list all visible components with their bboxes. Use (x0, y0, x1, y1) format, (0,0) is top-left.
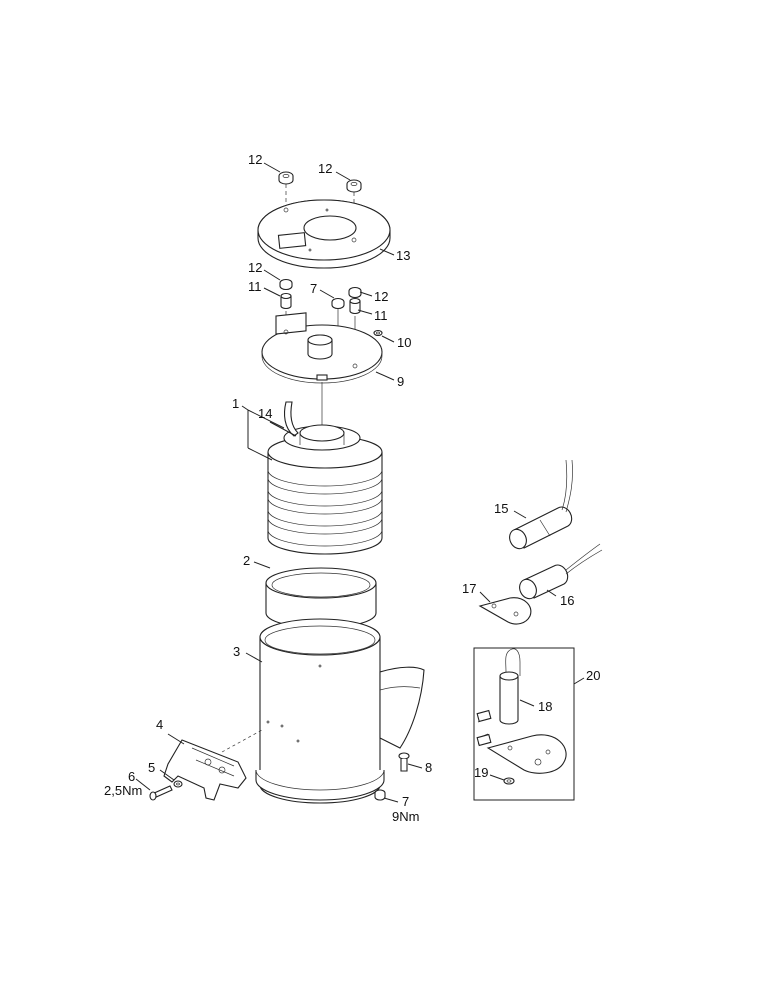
callout-12: 12 (248, 152, 262, 167)
callout-5: 5 (148, 760, 155, 775)
nut-19 (503, 777, 515, 785)
small-nut-10 (373, 329, 383, 337)
screw-6 (149, 785, 173, 801)
callout-7: 7 (310, 281, 317, 296)
callout-12: 12 (318, 161, 332, 176)
cover-13 (257, 199, 391, 269)
grommet-7-lower (374, 789, 386, 801)
nut-12-top-left (278, 171, 294, 185)
plate-17 (478, 597, 532, 625)
callout-18: 18 (538, 699, 552, 714)
callout-4: 4 (156, 717, 163, 732)
callout-17: 17 (462, 581, 476, 596)
callout-15: 15 (494, 501, 508, 516)
callout-13: 13 (396, 248, 410, 263)
capacitor-15 (509, 459, 573, 550)
nut-12-lower-right (348, 286, 362, 299)
float-switch-18 (476, 648, 521, 747)
mounting-plate-20 (486, 734, 567, 774)
plate-9 (261, 312, 383, 384)
capacitor-16 (519, 543, 603, 600)
callout-14: 14 (258, 406, 272, 421)
callout-7: 7 (402, 794, 409, 809)
spacer-11-left (280, 292, 292, 310)
callout-10: 10 (397, 335, 411, 350)
callout-12: 12 (248, 260, 262, 275)
callout-labels: 12 12 13 12 11 7 12 11 10 9 1 14 15 2 16… (104, 152, 600, 824)
callout-7-torque: 9Nm (392, 809, 419, 824)
motor-housing-1 (267, 401, 383, 555)
callout-9: 9 (397, 374, 404, 389)
container-3 (255, 618, 425, 804)
callout-11: 11 (374, 308, 388, 323)
callout-16: 16 (560, 593, 574, 608)
grommet-7-upper (331, 297, 345, 310)
callout-20: 20 (586, 668, 600, 683)
screw-8 (398, 752, 410, 772)
callout-19: 19 (474, 765, 488, 780)
kit-box-20 (473, 647, 575, 801)
callout-1: 1 (232, 396, 239, 411)
callout-6: 6 (128, 769, 135, 784)
callout-6-torque: 2,5Nm (104, 783, 142, 798)
bracket-4 (163, 739, 247, 801)
spacer-11-right (349, 297, 361, 315)
callout-3: 3 (233, 644, 240, 659)
washer-5 (173, 780, 183, 788)
nut-12-top-right (346, 179, 362, 193)
callout-11: 11 (248, 279, 262, 294)
callout-8: 8 (425, 760, 432, 775)
leader-lines (135, 162, 585, 803)
callout-12: 12 (374, 289, 388, 304)
ring-2 (265, 567, 377, 629)
nut-12-lower-left (279, 278, 293, 291)
callout-2: 2 (243, 553, 250, 568)
